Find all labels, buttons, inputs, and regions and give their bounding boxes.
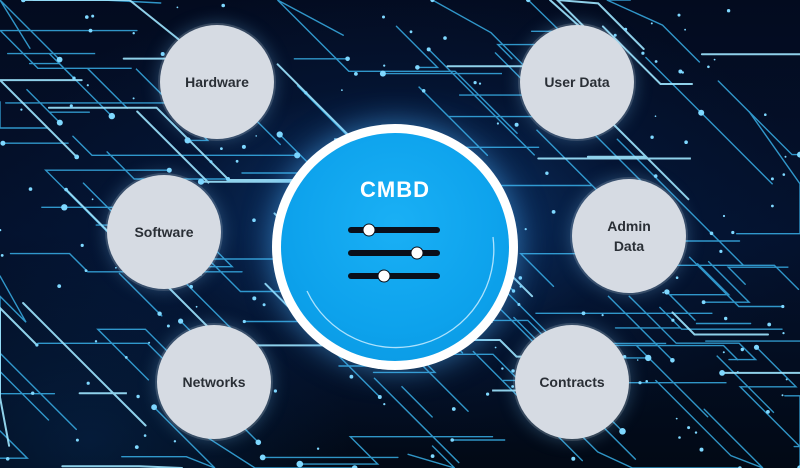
node-admin-data[interactable]: Admin Data [572, 179, 686, 293]
node-user-data-label: User Data [544, 74, 610, 90]
node-admin-data-label: Admin Data [607, 218, 651, 254]
node-networks[interactable]: Networks [157, 325, 271, 439]
hub-cmbd[interactable]: CMBD [281, 133, 509, 361]
node-user-data[interactable]: User Data [520, 25, 634, 139]
node-software-label: Software [134, 224, 194, 240]
node-contracts[interactable]: Contracts [515, 325, 629, 439]
hub-title: CMBD [360, 177, 430, 202]
sliders-icon [348, 223, 440, 283]
node-software[interactable]: Software [107, 175, 221, 289]
node-contracts-label: Contracts [539, 374, 605, 390]
hub-graphics [306, 223, 495, 349]
node-hardware-label: Hardware [185, 74, 249, 90]
hub-arc-decoration [306, 236, 495, 349]
node-networks-label: Networks [182, 374, 246, 390]
node-hardware[interactable]: Hardware [160, 25, 274, 139]
